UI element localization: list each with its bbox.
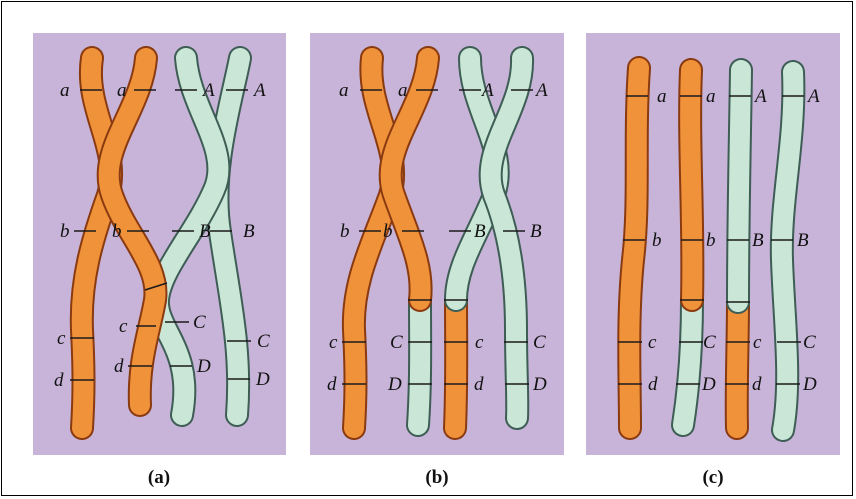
label-b4-A: A [534, 80, 548, 101]
chromatid-b2-green-fill [418, 300, 420, 425]
label-b4-D: D [532, 374, 547, 395]
chromosome-c1-fill [629, 68, 639, 428]
label-c4-A: A [806, 86, 820, 107]
label-b4-C: C [533, 332, 546, 353]
label-a4-A: A [252, 80, 266, 101]
label-a4-B: B [243, 221, 255, 242]
caption-a: (a) [148, 467, 170, 488]
label-a1-a: a [60, 80, 70, 101]
label-a4-C: C [257, 331, 270, 352]
label-c2-b: b [706, 230, 716, 251]
chromatid-b3-orange-fill [455, 300, 456, 428]
label-c3-B: B [752, 230, 764, 251]
label-c1-b: b [652, 230, 662, 251]
label-a1-d: d [54, 370, 64, 391]
label-c2-D: D [701, 374, 716, 395]
label-c1-a: a [657, 86, 667, 107]
label-c3-d: d [752, 374, 762, 395]
label-b2-C: C [390, 332, 403, 353]
label-b2-D: D [387, 374, 402, 395]
chromosome-c2-green-fill [683, 300, 692, 425]
chromosome-c3-green-fill [738, 70, 741, 302]
label-b3-A: A [480, 80, 494, 101]
label-c1-d: d [648, 374, 658, 395]
label-c4-D: D [802, 374, 817, 395]
label-a3-B: B [199, 221, 211, 242]
label-c1-c: c [648, 332, 657, 353]
label-a2-c: c [119, 316, 128, 337]
label-a4-D: D [255, 369, 270, 390]
caption-c: (c) [702, 467, 723, 488]
label-a3-A: A [201, 80, 215, 101]
label-c2-a: a [706, 86, 716, 107]
label-a1-c: c [57, 328, 66, 349]
label-c3-c: c [753, 332, 762, 353]
label-b1-c: c [329, 332, 338, 353]
label-c3-A: A [753, 86, 767, 107]
label-b1-d: d [327, 374, 337, 395]
label-b2-b: b [383, 221, 393, 242]
label-c2-C: C [703, 332, 716, 353]
label-a2-b: b [112, 221, 122, 242]
label-b4-B: B [530, 221, 542, 242]
label-c4-C: C [803, 332, 816, 353]
label-b2-a: a [398, 80, 408, 101]
label-c4-B: B [797, 230, 809, 251]
caption-b: (b) [425, 467, 448, 488]
label-a1-b: b [60, 221, 70, 242]
label-a3-D: D [196, 356, 211, 377]
label-b3-B: B [474, 221, 486, 242]
label-b1-a: a [339, 80, 349, 101]
label-b3-d: d [474, 374, 484, 395]
label-a3-C: C [193, 312, 206, 333]
label-b1-b: b [340, 221, 350, 242]
chromosome-c3-orange-fill [737, 302, 738, 428]
label-b3-c: c [475, 332, 484, 353]
label-a2-a: a [117, 80, 127, 101]
label-a2-d: d [114, 356, 124, 377]
chromosome-c4-fill [782, 72, 794, 430]
chromosome-c2-orange-fill [690, 70, 692, 300]
